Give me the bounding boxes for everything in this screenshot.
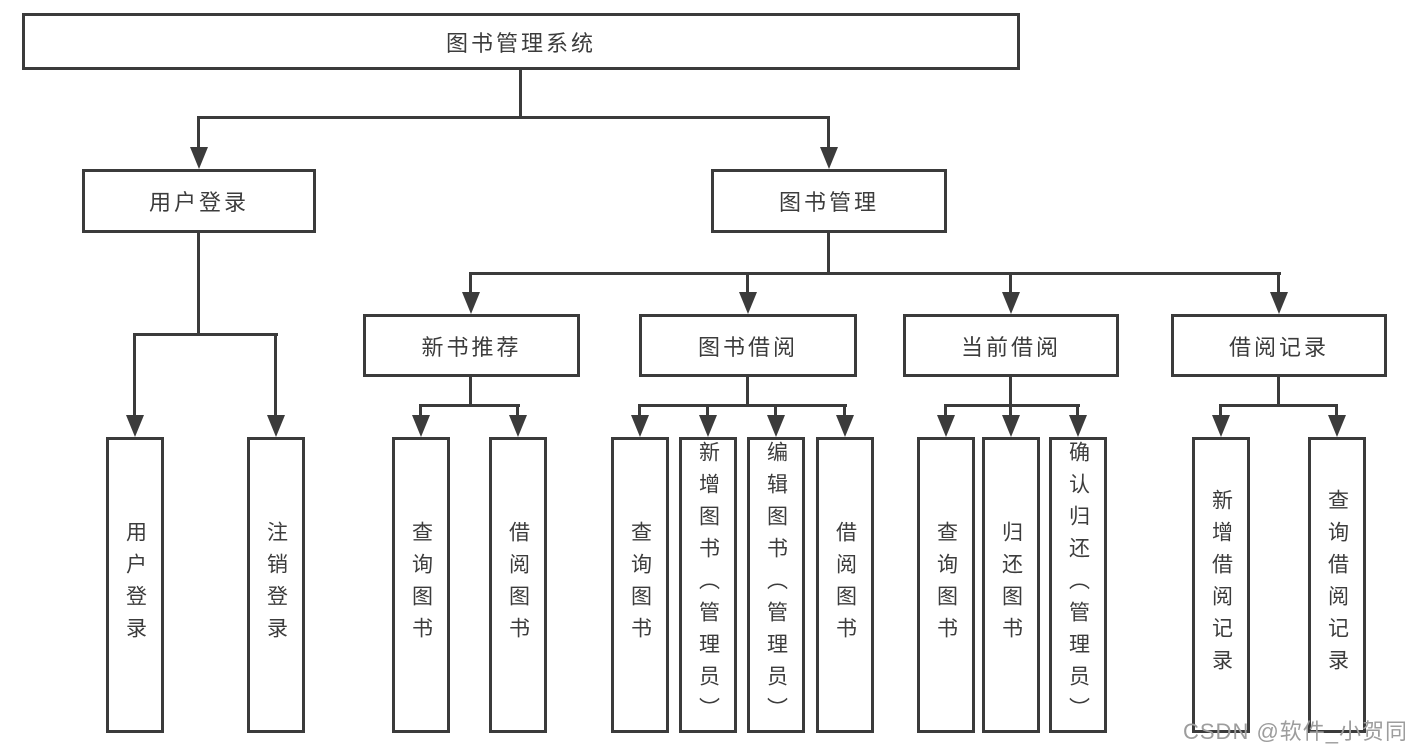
connector-line — [469, 272, 472, 296]
arrow-down-icon — [1002, 415, 1020, 437]
connector-line — [1277, 272, 1280, 296]
connector-line — [274, 333, 277, 417]
arrow-down-icon — [836, 415, 854, 437]
leaf-return-books-label: 归还图书 — [999, 521, 1023, 649]
node-system-root: 图书管理系统 — [22, 13, 1020, 70]
connector-line — [133, 333, 278, 336]
arrow-down-icon — [509, 415, 527, 437]
connector-line — [1219, 404, 1338, 407]
connector-line — [469, 377, 472, 406]
leaf-borrow-books-recommend: 借阅图书 — [489, 437, 547, 733]
connector-line — [944, 404, 1080, 407]
leaf-add-book-admin-label: 新增图书（管理员） — [696, 441, 720, 729]
arrow-down-icon — [1212, 415, 1230, 437]
connector-line — [519, 70, 522, 117]
leaf-confirm-return-admin: 确认归还（管理员） — [1049, 437, 1107, 733]
leaf-edit-book-admin: 编辑图书（管理员） — [747, 437, 805, 733]
connector-line — [419, 404, 422, 417]
arrow-down-icon — [820, 147, 838, 169]
connector-line — [1335, 404, 1338, 417]
arrow-down-icon — [1328, 415, 1346, 437]
leaf-query-borrow-record-label: 查询借阅记录 — [1325, 489, 1349, 681]
connector-line — [197, 116, 830, 119]
arrow-down-icon — [126, 415, 144, 437]
connector-line — [774, 404, 777, 417]
connector-line — [419, 404, 520, 407]
node-user-login: 用户登录 — [82, 169, 316, 233]
arrow-down-icon — [1270, 292, 1288, 314]
leaf-user-login-label: 用户登录 — [123, 521, 147, 649]
leaf-user-login: 用户登录 — [106, 437, 164, 733]
leaf-borrow-books-borrow-label: 借阅图书 — [833, 521, 857, 649]
node-book-management: 图书管理 — [711, 169, 947, 233]
arrow-down-icon — [699, 415, 717, 437]
leaf-query-books-recommend: 查询图书 — [392, 437, 450, 733]
node-book-borrowing-label: 图书借阅 — [697, 334, 798, 360]
connector-line — [469, 272, 1281, 275]
csdn-watermark: CSDN @软件_小贺同学 — [1183, 719, 1405, 744]
leaf-query-books-recommend-label: 查询图书 — [409, 521, 433, 649]
node-new-book-recommend: 新书推荐 — [363, 314, 580, 377]
arrow-down-icon — [190, 147, 208, 169]
connector-line — [1009, 377, 1012, 406]
arrow-down-icon — [739, 292, 757, 314]
connector-line — [638, 404, 847, 407]
connector-line — [843, 404, 846, 417]
leaf-query-books-current: 查询图书 — [917, 437, 975, 733]
leaf-add-borrow-record: 新增借阅记录 — [1192, 437, 1250, 733]
leaf-add-book-admin: 新增图书（管理员） — [679, 437, 737, 733]
leaf-edit-book-admin-label: 编辑图书（管理员） — [764, 441, 788, 729]
connector-line — [638, 404, 641, 417]
connector-line — [1277, 377, 1280, 406]
connector-line — [827, 233, 830, 274]
arrow-down-icon — [767, 415, 785, 437]
node-book-borrowing: 图书借阅 — [639, 314, 857, 377]
node-new-book-recommend-label: 新书推荐 — [421, 334, 522, 360]
arrow-down-icon — [1002, 292, 1020, 314]
leaf-query-books-borrow: 查询图书 — [611, 437, 669, 733]
connector-line — [944, 404, 947, 417]
leaf-logout: 注销登录 — [247, 437, 305, 733]
arrow-down-icon — [631, 415, 649, 437]
connector-line — [827, 116, 830, 151]
leaf-query-books-borrow-label: 查询图书 — [628, 521, 652, 649]
leaf-logout-label: 注销登录 — [264, 521, 288, 649]
node-current-borrowing-label: 当前借阅 — [960, 334, 1061, 360]
arrow-down-icon — [937, 415, 955, 437]
arrow-down-icon — [267, 415, 285, 437]
connector-line — [516, 404, 519, 417]
arrow-down-icon — [1069, 415, 1087, 437]
node-user-login-label: 用户登录 — [148, 190, 249, 215]
node-system-root-label: 图书管理系统 — [445, 30, 596, 56]
connector-line — [133, 333, 136, 417]
connector-line — [1076, 404, 1079, 417]
arrow-down-icon — [462, 292, 480, 314]
connector-line — [197, 233, 200, 335]
leaf-return-books: 归还图书 — [982, 437, 1040, 733]
node-current-borrowing: 当前借阅 — [903, 314, 1119, 377]
leaf-borrow-books-borrow: 借阅图书 — [816, 437, 874, 733]
node-book-management-label: 图书管理 — [778, 190, 879, 215]
connector-line — [197, 116, 200, 151]
leaf-query-books-current-label: 查询图书 — [934, 521, 958, 649]
connector-line — [1009, 272, 1012, 296]
leaf-confirm-return-admin-label: 确认归还（管理员） — [1066, 441, 1090, 729]
leaf-add-borrow-record-label: 新增借阅记录 — [1209, 489, 1233, 681]
node-borrowing-records: 借阅记录 — [1171, 314, 1387, 377]
leaf-borrow-books-recommend-label: 借阅图书 — [506, 521, 530, 649]
connector-line — [746, 272, 749, 296]
node-borrowing-records-label: 借阅记录 — [1228, 334, 1329, 360]
leaf-query-borrow-record: 查询借阅记录 — [1308, 437, 1366, 733]
connector-line — [706, 404, 709, 417]
connector-line — [1219, 404, 1222, 417]
connector-line — [1009, 404, 1012, 417]
arrow-down-icon — [412, 415, 430, 437]
connector-line — [746, 377, 749, 406]
